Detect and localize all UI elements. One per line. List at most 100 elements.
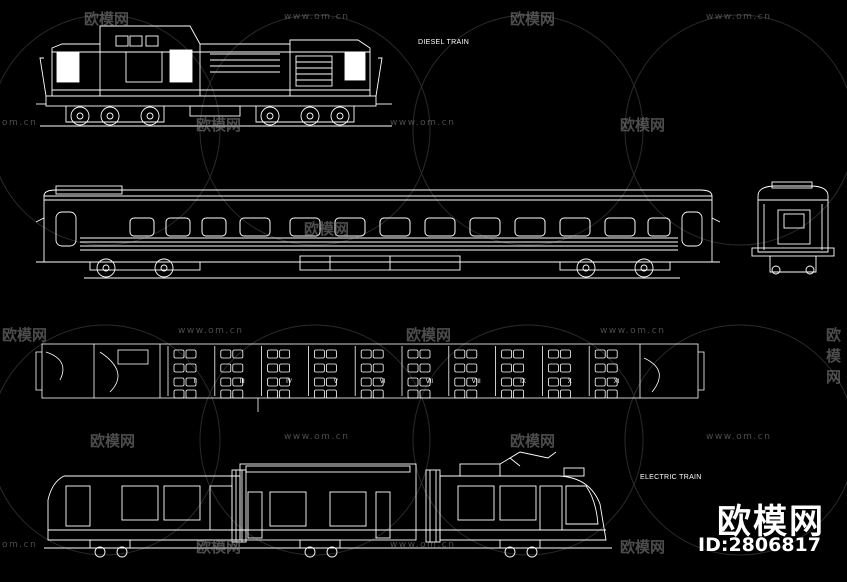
seat bbox=[419, 363, 431, 373]
seat bbox=[454, 363, 466, 373]
watermark-url: www.om.cn bbox=[706, 432, 772, 442]
seat bbox=[267, 363, 279, 373]
seat bbox=[313, 349, 325, 359]
seat bbox=[466, 377, 478, 387]
seat bbox=[185, 349, 197, 359]
watermark-url: www.om.cn bbox=[284, 432, 350, 442]
seat bbox=[267, 377, 279, 387]
diesel-locomotive bbox=[36, 25, 392, 127]
seat bbox=[372, 349, 384, 359]
electric-tram bbox=[44, 451, 612, 558]
seat bbox=[466, 389, 478, 399]
watermark-url: www.om.cn bbox=[284, 12, 350, 22]
seat bbox=[220, 377, 232, 387]
seat bbox=[419, 349, 431, 359]
seat bbox=[279, 349, 291, 359]
car-section-label: XI bbox=[614, 379, 620, 385]
seat bbox=[606, 363, 618, 373]
seat bbox=[372, 363, 384, 373]
brand-logo-text: 欧模网 bbox=[717, 502, 825, 542]
seat bbox=[185, 377, 197, 387]
seat bbox=[560, 377, 571, 387]
seat bbox=[548, 389, 559, 399]
model-id: ID:2806817 bbox=[698, 534, 821, 556]
seat bbox=[372, 389, 384, 399]
watermark-url: om.cn bbox=[2, 118, 38, 128]
seat bbox=[501, 349, 513, 359]
seat bbox=[419, 389, 431, 399]
electric-train-label: ELECTRIC TRAIN bbox=[640, 474, 702, 481]
seat bbox=[466, 363, 478, 373]
car-section-label: V bbox=[334, 379, 338, 385]
seat bbox=[466, 349, 478, 359]
watermark-url: www.om.cn bbox=[600, 326, 666, 336]
watermark-brand: 欧模网 bbox=[196, 116, 242, 134]
watermark-url: www.om.cn bbox=[390, 118, 456, 128]
seat bbox=[232, 363, 244, 373]
car-section-label: III bbox=[240, 379, 245, 385]
seat bbox=[325, 389, 337, 399]
seat bbox=[407, 377, 419, 387]
seat bbox=[279, 363, 291, 373]
seat bbox=[220, 389, 232, 399]
seat bbox=[560, 363, 571, 373]
seat bbox=[513, 389, 524, 399]
seat bbox=[279, 389, 291, 399]
watermark-brand: 欧模网 bbox=[510, 10, 556, 28]
seat bbox=[173, 349, 185, 359]
watermark-brand: 欧模网 bbox=[620, 116, 666, 134]
watermark-brand: 欧模网 bbox=[90, 432, 136, 450]
seat bbox=[313, 377, 325, 387]
watermark-url: om.cn bbox=[2, 540, 38, 550]
seat bbox=[173, 389, 185, 399]
seat bbox=[185, 389, 197, 399]
seat bbox=[232, 389, 244, 399]
seat bbox=[220, 363, 232, 373]
seat bbox=[513, 363, 524, 373]
car-section-label: IX bbox=[520, 379, 526, 385]
seat bbox=[173, 377, 185, 387]
seat bbox=[560, 349, 571, 359]
watermark-url: www.om.cn bbox=[178, 326, 244, 336]
coach-end-view bbox=[751, 181, 835, 275]
seat bbox=[313, 363, 325, 373]
seat bbox=[267, 389, 279, 399]
seat bbox=[360, 377, 372, 387]
seat bbox=[606, 349, 618, 359]
seat bbox=[606, 377, 618, 387]
car-section-label: II bbox=[194, 379, 198, 385]
watermark-brand: 欧模网 bbox=[196, 538, 242, 556]
watermark-url: www.om.cn bbox=[706, 12, 772, 22]
seat bbox=[594, 389, 606, 399]
seat bbox=[407, 363, 419, 373]
seat bbox=[360, 349, 372, 359]
seat bbox=[548, 377, 559, 387]
seat bbox=[360, 389, 372, 399]
seat bbox=[513, 377, 524, 387]
car-section-label: VII bbox=[426, 379, 434, 385]
coach-floor-plan bbox=[35, 343, 705, 412]
seat bbox=[360, 363, 372, 373]
watermark-brand: 欧模网 bbox=[406, 326, 452, 344]
seat bbox=[548, 363, 559, 373]
seat bbox=[232, 377, 244, 387]
seat bbox=[313, 389, 325, 399]
car-section-label: X bbox=[568, 379, 572, 385]
car-section-label: VI bbox=[380, 379, 386, 385]
seat bbox=[173, 363, 185, 373]
seat bbox=[454, 349, 466, 359]
seat bbox=[513, 349, 524, 359]
car-section-label: IV bbox=[286, 379, 292, 385]
seat bbox=[501, 389, 513, 399]
seat bbox=[501, 377, 513, 387]
watermark-brand: 欧模网 bbox=[2, 326, 48, 344]
seat bbox=[594, 363, 606, 373]
seat bbox=[606, 389, 618, 399]
watermark-brand: 欧模网 bbox=[826, 326, 842, 386]
watermark-brand: 欧模网 bbox=[84, 10, 130, 28]
seat bbox=[220, 349, 232, 359]
seat bbox=[325, 349, 337, 359]
watermark-brand: 欧模网 bbox=[510, 432, 556, 450]
